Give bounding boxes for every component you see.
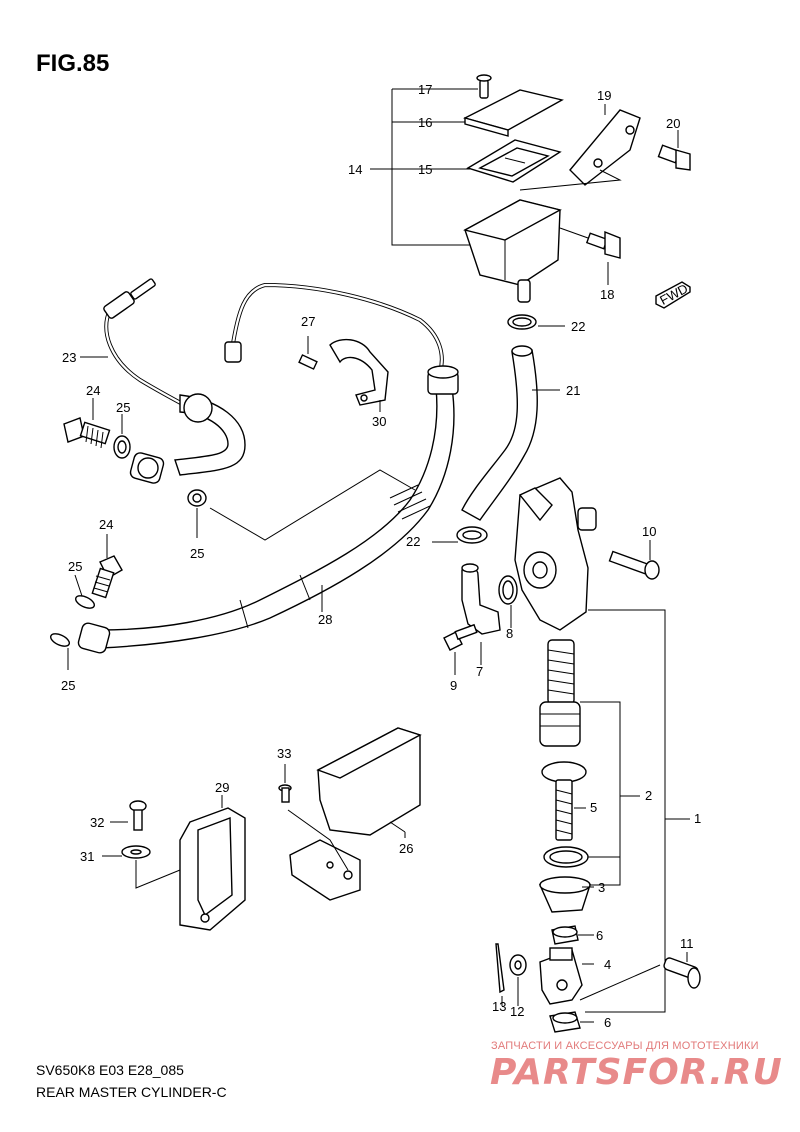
callout-23: 23 (62, 350, 76, 365)
washer-25-lower-a[interactable] (74, 574, 96, 611)
callout-6-upper: 6 (596, 928, 603, 943)
watermark-tagline: ЗАПЧАСТИ И АКСЕССУАРЫ ДЛЯ МОТОТЕХНИКИ (491, 1040, 759, 1052)
callout-25-upper: 25 (116, 400, 130, 415)
hose-clamp-lower[interactable] (432, 526, 488, 544)
union-bolt-24-upper[interactable] (63, 398, 111, 449)
callout-12: 12 (510, 1004, 524, 1019)
watermark-logo: PARTSFOR.RU (490, 1052, 783, 1093)
piston-cup[interactable] (539, 701, 640, 886)
washer-25-lower-b[interactable] (49, 631, 71, 670)
washer-25-upper[interactable] (113, 414, 131, 459)
callout-30: 30 (372, 414, 386, 429)
inlet-joint-7[interactable] (461, 563, 501, 665)
dust-boot-3[interactable] (538, 876, 594, 913)
callout-28: 28 (318, 612, 332, 627)
callout-29: 29 (215, 780, 229, 795)
hose-clamp-top[interactable] (507, 314, 565, 330)
screw-33[interactable] (278, 764, 292, 803)
callout-33: 33 (277, 746, 291, 761)
callout-3: 3 (598, 880, 605, 895)
brake-hose-upper[interactable] (129, 393, 246, 484)
master-cylinder-body[interactable] (514, 477, 690, 1013)
circlip[interactable] (543, 846, 620, 868)
callout-17: 17 (418, 82, 432, 97)
callout-25-middle: 25 (190, 546, 204, 561)
washer-12[interactable] (509, 954, 527, 1006)
callout-7: 7 (476, 664, 483, 679)
callout-16: 16 (418, 115, 432, 130)
clevis-pin-11[interactable] (663, 952, 701, 989)
return-spring[interactable] (547, 639, 575, 705)
cover-29[interactable] (179, 795, 246, 931)
figure-title: FIG.85 (36, 50, 110, 77)
callout-13: 13 (492, 999, 506, 1014)
cotter-pin-13[interactable] (495, 943, 505, 1006)
o-ring-8[interactable] (498, 575, 518, 628)
callout-27: 27 (301, 314, 315, 329)
callout-22-lower: 22 (406, 534, 420, 549)
brake-pipe-23[interactable] (80, 278, 191, 410)
callout-22-top: 22 (571, 319, 585, 334)
callout-31: 31 (80, 849, 94, 864)
callout-4: 4 (604, 957, 611, 972)
callout-26: 26 (399, 841, 413, 856)
nut-6-upper[interactable] (551, 925, 594, 945)
washer-25-middle[interactable] (187, 469, 416, 541)
union-bolt-24-lower[interactable] (91, 534, 123, 599)
brake-pipe-upper[interactable] (224, 282, 444, 373)
screw-9[interactable] (443, 623, 478, 675)
diagram-code: SV650K8 E03 E28_085 (36, 1062, 184, 1078)
callout-19: 19 (597, 88, 611, 103)
callout-2: 2 (645, 788, 652, 803)
push-rod-5[interactable] (541, 761, 587, 841)
pipe-clamp-30[interactable] (298, 336, 389, 412)
callout-11: 11 (680, 936, 694, 951)
screw-32[interactable] (110, 800, 147, 831)
callout-5: 5 (590, 800, 597, 815)
clevis-4[interactable] (539, 947, 661, 1005)
diagram-name: REAR MASTER CYLINDER-C (36, 1084, 227, 1100)
callout-21: 21 (566, 383, 580, 398)
callout-18: 18 (600, 287, 614, 302)
reservoir-assembly[interactable] (370, 74, 691, 303)
callout-25-lower-a: 25 (68, 559, 82, 574)
washer-31[interactable] (102, 845, 181, 889)
reservoir-hose[interactable] (461, 345, 560, 521)
callout-8: 8 (506, 626, 513, 641)
screw-10[interactable] (608, 540, 660, 580)
callout-14: 14 (348, 162, 362, 177)
callout-32: 32 (90, 815, 104, 830)
callout-9: 9 (450, 678, 457, 693)
fwd-arrow-icon: FWD (655, 281, 691, 309)
brake-hose-28[interactable] (77, 365, 459, 654)
callout-1: 1 (694, 811, 701, 826)
callout-25-lower-b: 25 (61, 678, 75, 693)
callout-24-lower: 24 (99, 517, 113, 532)
callout-15: 15 (418, 162, 432, 177)
nut-6-lower[interactable] (549, 1011, 594, 1033)
callout-24-upper: 24 (86, 383, 100, 398)
fwd-label: FWD (657, 281, 690, 308)
cover-26[interactable] (287, 727, 422, 901)
callout-20: 20 (666, 116, 680, 131)
callout-6-lower: 6 (604, 1015, 611, 1030)
callout-10: 10 (642, 524, 656, 539)
